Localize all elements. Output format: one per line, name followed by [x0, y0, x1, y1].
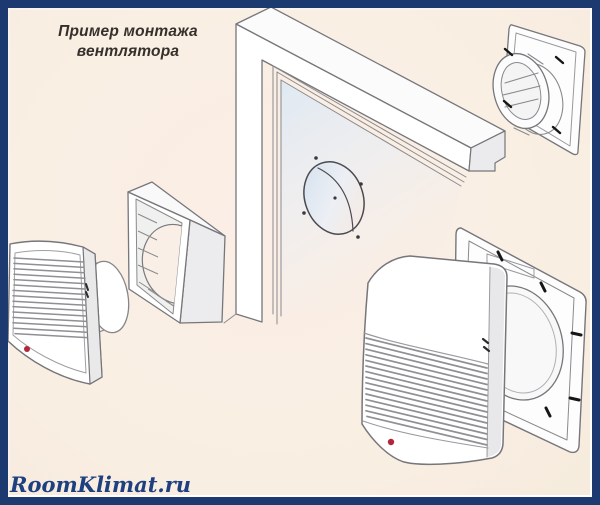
grille-collar — [492, 52, 564, 136]
louver-grille-large — [365, 337, 488, 446]
fan-front-inset — [12, 250, 87, 374]
frame-bead-lines — [223, 65, 467, 325]
fan-grille-bottom-edge — [362, 420, 489, 449]
interior-fan — [8, 240, 130, 385]
watermark: RoomKlimat.ru — [10, 472, 192, 497]
page-title: Пример монтажа вентлятора — [38, 22, 218, 62]
power-indicator-led — [24, 346, 30, 352]
wall-hole — [302, 156, 365, 239]
clip-marks — [85, 283, 89, 298]
fan-cover-edge — [363, 332, 489, 365]
fan-side-face — [82, 246, 103, 385]
screw-marker-dots — [302, 156, 363, 239]
grille-screw-marks — [502, 47, 565, 135]
box-back-hole — [141, 223, 182, 305]
fan-unit-side-face — [487, 267, 505, 457]
installation-diagram — [8, 8, 587, 466]
title-line-2: вентлятора — [76, 43, 180, 60]
fan-clip-marks — [481, 337, 491, 353]
beam-end-face — [468, 130, 506, 172]
exterior-grille — [492, 24, 586, 156]
wall-spacer-box — [127, 181, 226, 324]
fan-unit — [361, 255, 508, 466]
title-line-1: Пример монтажа — [58, 23, 198, 40]
power-indicator-led-large — [387, 438, 395, 446]
fan-unit-side-edge — [486, 266, 491, 458]
louver-grille — [12, 257, 88, 339]
hole-bore-edge — [317, 167, 354, 232]
